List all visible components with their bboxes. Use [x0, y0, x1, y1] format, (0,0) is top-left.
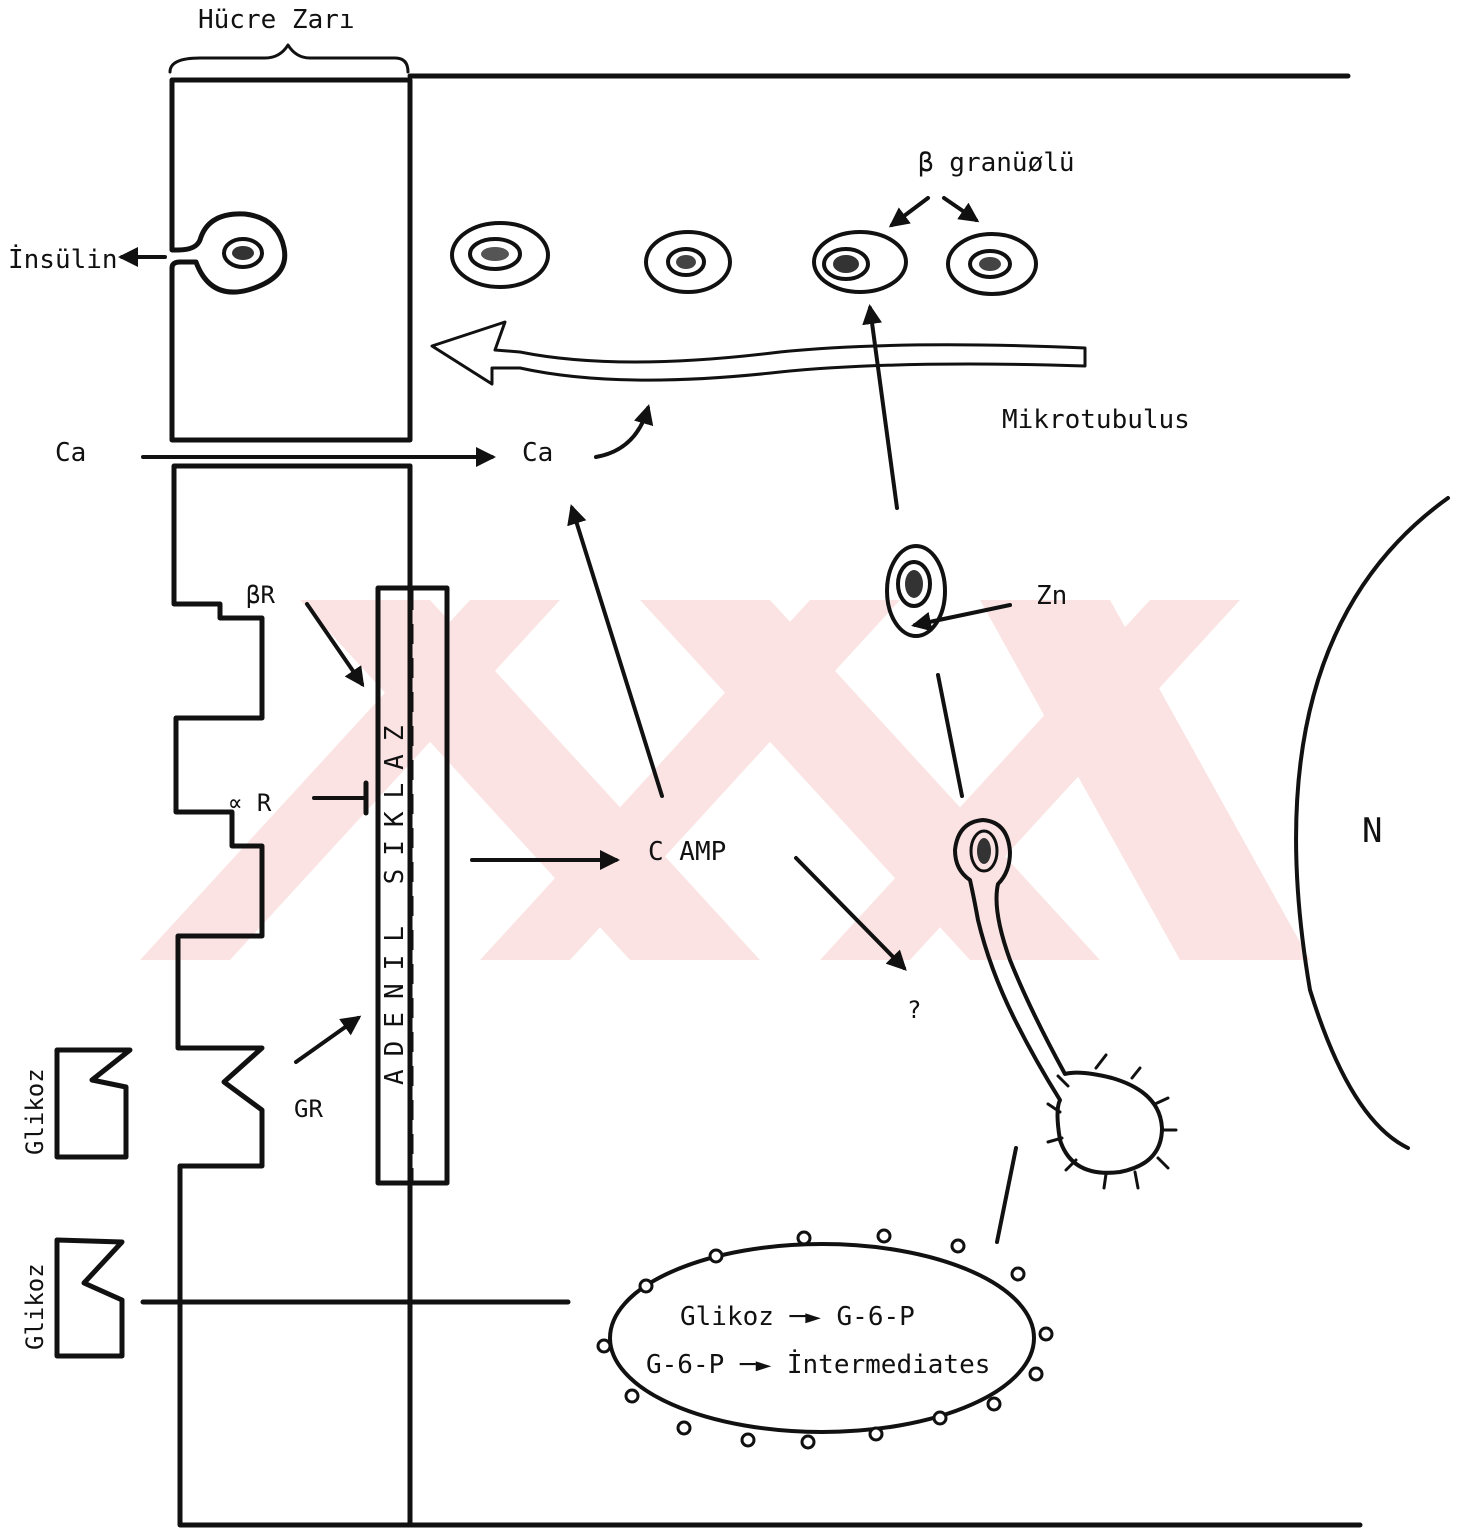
membrane-upper-box [172, 80, 410, 440]
membrane-label: Hücre Zarı [198, 5, 355, 35]
unknown-label: ? [907, 996, 921, 1024]
beta-receptor-label: βR [246, 581, 275, 609]
exocytosis-granule-dense [232, 246, 254, 260]
granule-connector-line [938, 675, 962, 796]
adenyl-cyclase-label: ADENIL SIKLAZ [380, 713, 410, 1086]
glucose-label-2: Glikoz [21, 1263, 49, 1350]
microtubule-arrow [432, 322, 1085, 384]
glucose-receptor-arrow [296, 1018, 358, 1062]
granule-3 [814, 232, 906, 292]
organelle-ribosomes [598, 1230, 1052, 1448]
beta-granule-label: β granüølü [918, 148, 1075, 178]
glucose-receptor-label: GR [294, 1095, 323, 1123]
granule-2-dense [676, 255, 696, 269]
nucleus-label: N [1362, 811, 1382, 851]
watermark-logo [140, 600, 1310, 960]
glucose-molecule-2 [57, 1240, 122, 1356]
alpha-receptor-label: ∝ R [228, 789, 272, 817]
beta-granule-arrow-left [892, 198, 928, 225]
calcium-outside-label: Ca [55, 438, 86, 468]
membrane-brace [170, 45, 408, 72]
microtubule-label: Mikrotubulus [1002, 405, 1190, 435]
granule-4-dense [979, 257, 1001, 271]
golgi-connector-line [997, 1148, 1016, 1242]
metabolism-organelle [610, 1244, 1034, 1432]
zinc-label: Zn [1036, 581, 1067, 611]
granule-3-dense [833, 255, 859, 273]
reaction-glucose-label: Glikoz ─► G-6-P [680, 1302, 915, 1332]
calcium-inside-label: Ca [522, 438, 553, 468]
granule-1-dense [481, 247, 509, 261]
secretory-granules-row [452, 223, 1036, 294]
calcium-to-microtubule-arrow [596, 408, 648, 457]
granule-transport-arrow [870, 308, 897, 508]
reaction-intermediates-label: G-6-P ─► İntermediates [646, 1348, 990, 1380]
insulin-label: İnsülin [8, 243, 118, 275]
zinc-granule-dense [905, 570, 923, 598]
beta-granule-arrow-right [944, 198, 976, 220]
glucose-label-1: Glikoz [21, 1068, 49, 1155]
camp-to-calcium-arrow [572, 508, 662, 796]
glucose-molecule-1 [57, 1050, 130, 1157]
golgi-vesicle-dense [977, 838, 991, 864]
camp-label: C AMP [648, 837, 726, 867]
